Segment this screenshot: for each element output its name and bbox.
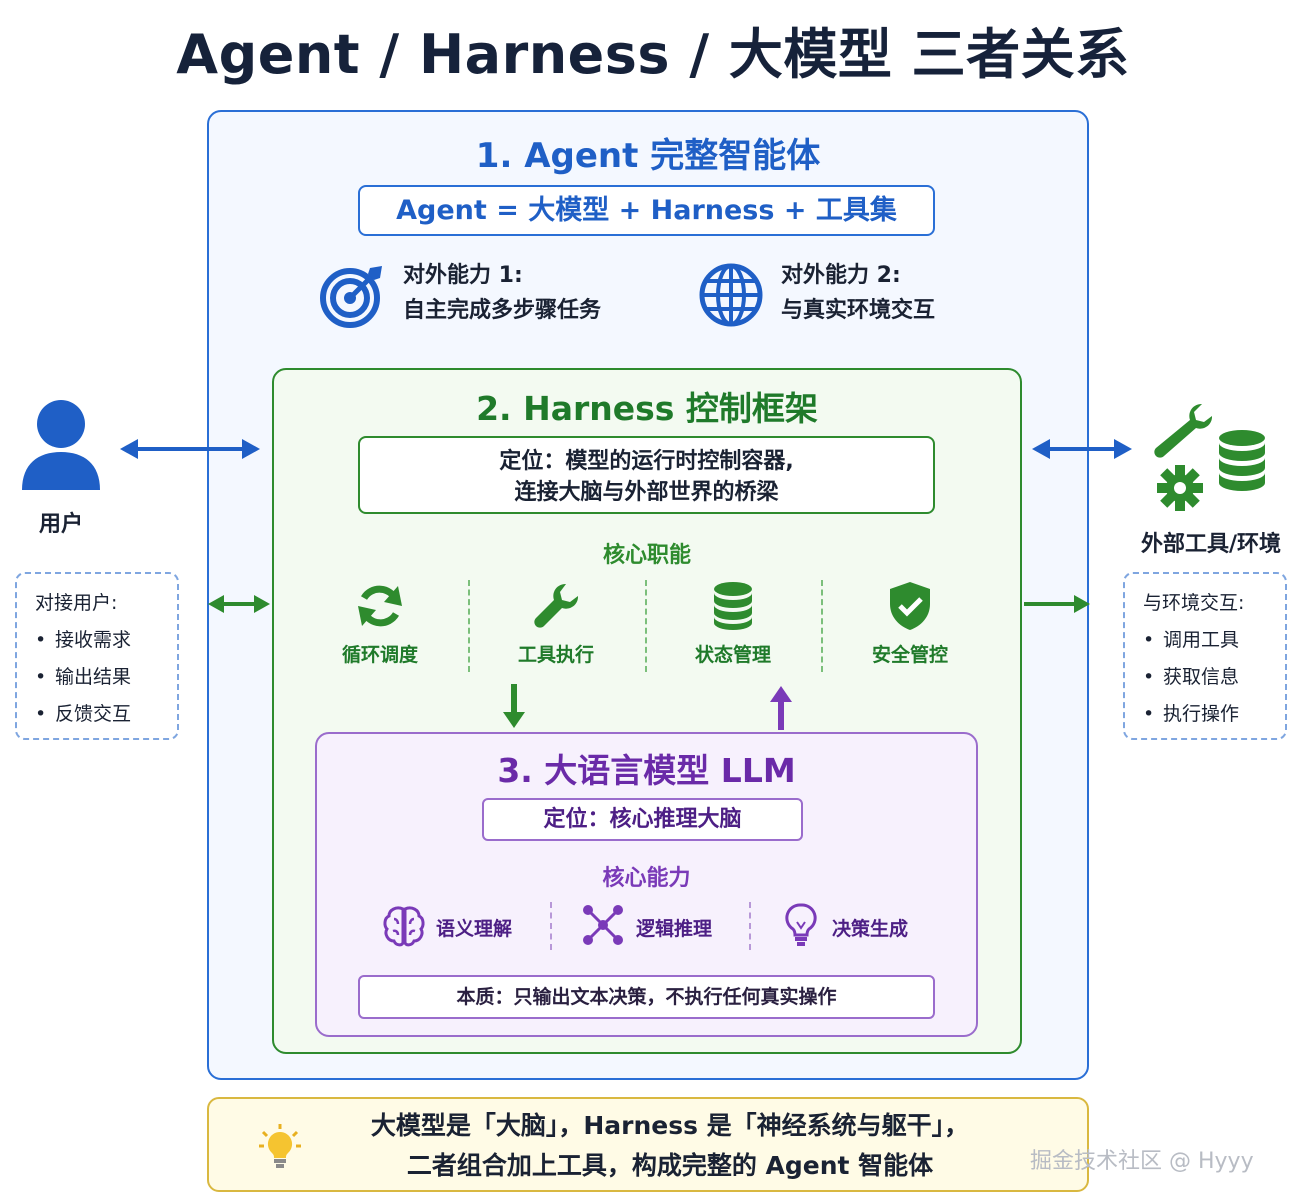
network-icon [582,904,624,950]
user-label: 用户 [38,512,83,537]
lightbulb-icon [258,1124,302,1174]
summary-line1: 大模型是「大脑」，Harness 是「神经系统与躯干」， [370,1111,970,1140]
watermark: 掘金技术社区 @ Hyyy [1030,1149,1254,1174]
lightbulb-icon [784,902,818,952]
llm-capability-semantic: 语义理解 [436,918,513,940]
user-panel: 对接用户: 接收需求 输出结果 反馈交互 [15,572,179,740]
external-label: 外部工具/环境 [1140,532,1282,557]
capability-label: 对外能力 2: [781,263,901,288]
harness-external-arrow [1024,595,1090,613]
shield-icon [890,582,930,630]
duty-label: 状态管理 [694,644,771,666]
user-panel-title: 对接用户: [35,592,118,614]
target-icon [320,262,386,328]
llm-essence: 本质：只输出文本决策，不执行任何真实操作 [358,975,935,1019]
llm-capability-decision: 决策生成 [832,918,909,940]
agent-title: 1. Agent 完整智能体 [475,136,821,176]
duty-security: 安全管控 [840,580,980,667]
brain-icon [382,904,426,952]
user-panel-item: 反馈交互 [35,699,177,726]
llm-title: 3. 大语言模型 LLM [497,751,796,790]
duty-state: 状态管理 [663,580,803,667]
agent-external-arrow [1032,439,1132,459]
llm-position: 定位：核心推理大脑 [482,798,803,841]
external-panel: 与环境交互: 调用工具 获取信息 执行操作 [1123,572,1287,740]
database-icon [714,582,752,630]
user-icon [20,398,102,496]
harness-position-line1: 定位：模型的运行时控制容器, [499,449,794,474]
capability-desc: 自主完成多步骤任务 [403,298,602,323]
divider [550,902,552,950]
summary-text: 大模型是「大脑」，Harness 是「神经系统与躯干」， 二者组合加上工具，构成… [300,1106,1040,1186]
capability-desc: 与真实环境交互 [781,298,936,323]
agent-capability-1: 对外能力 1: 自主完成多步骤任务 [403,258,601,328]
diagram-title: Agent / Harness / 大模型 三者关系 [176,23,1130,86]
tools-icon [1150,402,1274,518]
duty-label: 工具执行 [517,644,594,666]
wrench-icon [534,583,579,628]
summary-box [207,1097,1089,1192]
divider [645,580,647,672]
harness-to-llm-arrow [503,684,525,728]
external-panel-item: 执行操作 [1143,699,1285,726]
external-panel-item: 调用工具 [1143,625,1285,652]
harness-position-line2: 连接大脑与外部世界的桥梁 [514,480,779,505]
duty-tool-exec: 工具执行 [486,580,626,667]
llm-to-harness-arrow [770,686,792,730]
user-harness-arrow [208,595,270,613]
duty-label: 安全管控 [871,644,948,666]
summary-line2: 二者组合加上工具，构成完整的 Agent 智能体 [406,1151,934,1180]
capability-label: 对外能力 1: [403,263,523,288]
llm-capability-logic: 逻辑推理 [636,918,713,940]
external-panel-item: 获取信息 [1143,662,1285,689]
divider [468,580,470,672]
divider [749,902,751,950]
external-panel-title: 与环境交互: [1143,592,1245,614]
agent-capability-2: 对外能力 2: 与真实环境交互 [781,258,935,328]
user-panel-item: 接收需求 [35,625,177,652]
globe-icon [698,262,764,328]
loop-icon [358,585,402,627]
harness-position: 定位：模型的运行时控制容器, 连接大脑与外部世界的桥梁 [358,436,935,514]
divider [821,580,823,672]
duty-label: 循环调度 [341,644,418,666]
llm-capabilities-label: 核心能力 [602,866,691,891]
harness-title: 2. Harness 控制框架 [476,389,818,428]
agent-formula: Agent = 大模型 + Harness + 工具集 [358,185,935,236]
user-agent-arrow [120,439,260,459]
user-panel-item: 输出结果 [35,662,177,689]
duty-loop: 循环调度 [310,580,450,667]
harness-duties-label: 核心职能 [602,543,691,568]
